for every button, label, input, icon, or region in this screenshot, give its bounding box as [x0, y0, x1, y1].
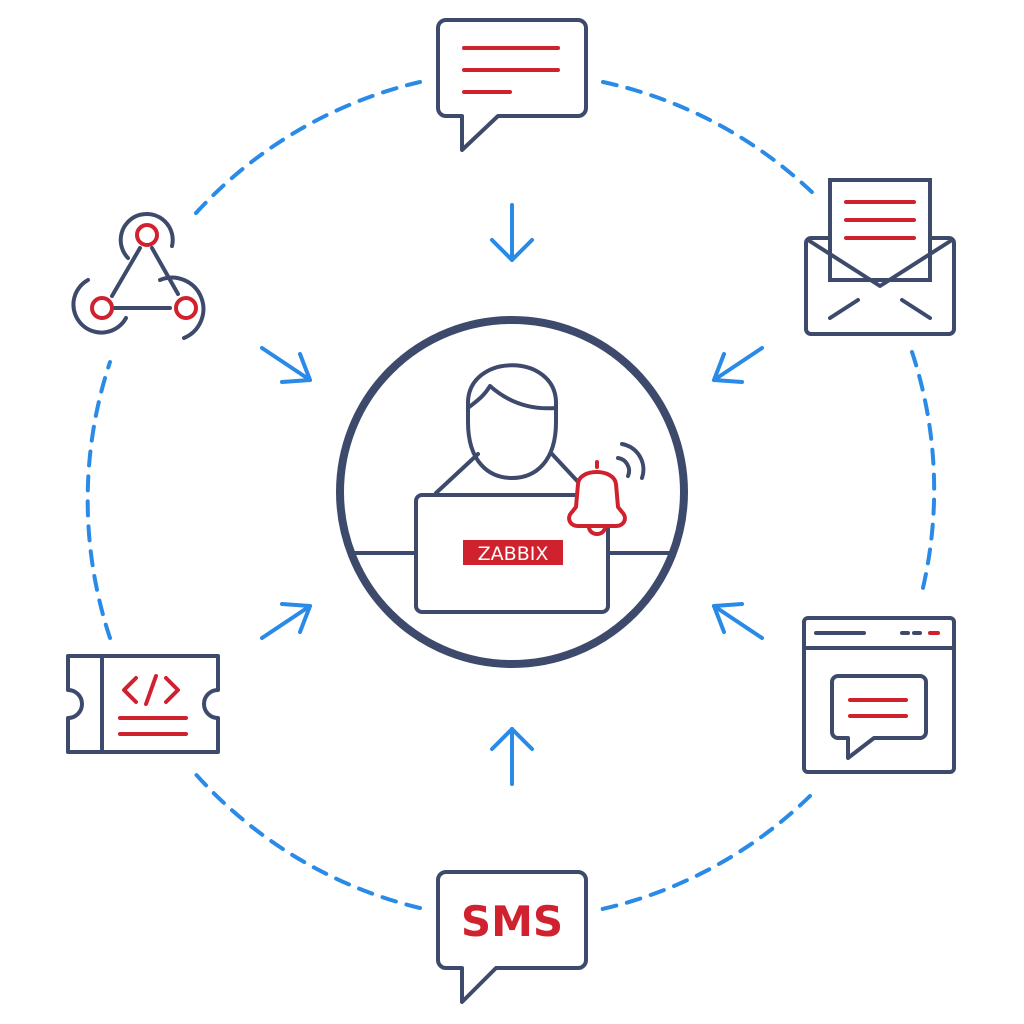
laptop-brand-label: ZABBIX [478, 543, 549, 565]
arrow-down-right-icon [260, 346, 312, 384]
user-at-laptop-with-bell-icon: ZABBIX [336, 316, 688, 668]
bell-icon [567, 442, 646, 536]
code-ticket-icon [66, 654, 220, 754]
ring-arc-bottom-left [190, 768, 422, 910]
ring-arc-top-left [194, 80, 422, 215]
brand-badge [463, 540, 563, 565]
envelope-icon [804, 178, 956, 336]
browser-chat-icon [802, 616, 956, 774]
shoulders [434, 452, 582, 495]
chat-message-icon [436, 18, 588, 152]
sms-label: SMS [461, 897, 563, 946]
arrow-up-icon [490, 727, 534, 786]
webhook-icon [71, 211, 206, 340]
ring-arc-left [85, 360, 112, 640]
user-head [465, 363, 559, 480]
dashed-ring [85, 80, 937, 912]
sms-bubble-icon: SMS [436, 870, 588, 1004]
ring-arc-right [910, 350, 937, 594]
arrow-up-right-icon [260, 602, 312, 640]
ring-arc-top-right [601, 80, 818, 198]
center-circle [336, 316, 688, 668]
arrow-down-icon [490, 203, 534, 262]
inbound-arrows [260, 203, 764, 786]
arrow-down-left-icon [712, 346, 764, 384]
ring-arc-bottom-right [596, 794, 812, 912]
user-hair [466, 384, 558, 411]
arrow-up-left-icon [712, 602, 764, 640]
